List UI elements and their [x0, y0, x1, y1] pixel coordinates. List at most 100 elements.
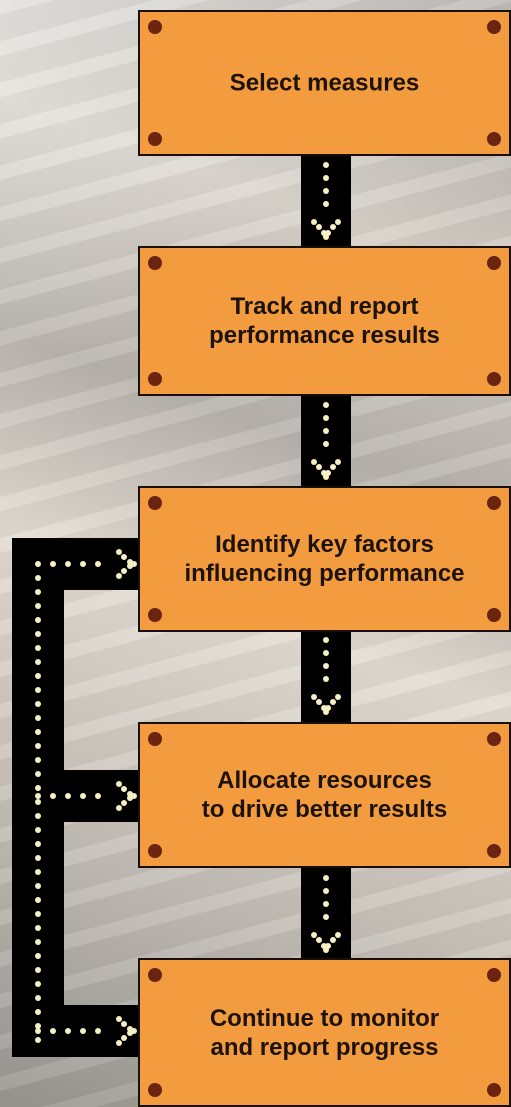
- arrow-head-dot: [323, 474, 329, 480]
- arrow-head-dot: [323, 947, 329, 953]
- arrow-head-dot: [121, 1021, 127, 1027]
- step-continue-monitor: Continue to monitor and report progress: [138, 958, 511, 1107]
- step-label: Select measures: [229, 69, 420, 97]
- light-bulb-dot: [35, 561, 41, 567]
- light-bulb-dot: [35, 715, 41, 721]
- arrow-head-dot: [335, 459, 341, 465]
- feedback-arrow-to-step-3: [12, 538, 142, 590]
- light-bulb-dot: [35, 911, 41, 917]
- light-bulb-dot: [35, 645, 41, 651]
- light-bulb-dot: [65, 561, 71, 567]
- light-bulb-dot: [323, 901, 329, 907]
- light-bulb-dot: [35, 673, 41, 679]
- bolt-icon: [148, 844, 162, 858]
- bolt-icon: [487, 732, 501, 746]
- light-bulb-dot: [35, 855, 41, 861]
- light-bulb-dot: [35, 771, 41, 777]
- step-track-report: Track and report performance results: [138, 246, 511, 396]
- bolt-icon: [148, 256, 162, 270]
- light-bulb-dot: [35, 793, 41, 799]
- arrow-head-dot: [330, 224, 336, 230]
- light-bulb-dot: [323, 162, 329, 168]
- step-allocate-resources: Allocate resources to drive better resul…: [138, 722, 511, 868]
- bolt-icon: [148, 20, 162, 34]
- light-bulb-dot: [35, 701, 41, 707]
- step-label: Track and report performance results: [209, 293, 440, 349]
- arrow-head-dot: [116, 1016, 122, 1022]
- light-bulb-dot: [323, 175, 329, 181]
- arrow-head-dot: [323, 234, 329, 240]
- light-bulb-dot: [323, 415, 329, 421]
- arrow-head-dot: [311, 219, 317, 225]
- light-bulb-dot: [95, 1028, 101, 1034]
- light-bulb-dot: [35, 631, 41, 637]
- arrow-head-dot: [121, 568, 127, 574]
- light-bulb-dot: [35, 925, 41, 931]
- bolt-icon: [148, 496, 162, 510]
- bolt-icon: [148, 1083, 162, 1097]
- arrow-head-dot: [116, 573, 122, 579]
- light-bulb-dot: [65, 1028, 71, 1034]
- arrow-head-dot: [330, 699, 336, 705]
- light-bulb-dot: [323, 637, 329, 643]
- light-bulb-dot: [35, 1037, 41, 1043]
- step-label: Continue to monitor and report progress: [209, 1004, 440, 1061]
- light-bulb-dot: [35, 827, 41, 833]
- light-bulb-dot: [323, 201, 329, 207]
- light-bulb-dot: [35, 967, 41, 973]
- arrow-head-dot: [116, 781, 122, 787]
- step-label: Allocate resources to drive better resul…: [201, 767, 448, 823]
- arrow-head-dot: [316, 464, 322, 470]
- light-bulb-dot: [35, 1028, 41, 1034]
- bolt-icon: [148, 732, 162, 746]
- light-bulb-dot: [323, 914, 329, 920]
- arrow-head-dot: [311, 459, 317, 465]
- light-bulb-dot: [323, 650, 329, 656]
- step-identify-factors: Identify key factors influencing perform…: [138, 486, 511, 632]
- light-bulb-dot: [35, 575, 41, 581]
- light-bulb-dot: [35, 589, 41, 595]
- light-bulb-dot: [323, 875, 329, 881]
- step-label: Identify key factors influencing perform…: [184, 531, 465, 587]
- arrow-head-dot: [116, 805, 122, 811]
- light-bulb-dot: [323, 663, 329, 669]
- arrow-head-dot: [121, 554, 127, 560]
- step-select-measures: Select measures: [138, 10, 511, 156]
- light-bulb-dot: [323, 428, 329, 434]
- bolt-icon: [148, 372, 162, 386]
- light-bulb-dot: [80, 793, 86, 799]
- arrow-head-dot: [311, 932, 317, 938]
- light-bulb-dot: [35, 813, 41, 819]
- bolt-icon: [487, 372, 501, 386]
- light-bulb-dot: [35, 1023, 41, 1029]
- light-bulb-dot: [35, 729, 41, 735]
- bolt-icon: [487, 132, 501, 146]
- bolt-icon: [487, 256, 501, 270]
- light-bulb-dot: [50, 561, 56, 567]
- bolt-icon: [487, 1083, 501, 1097]
- light-bulb-dot: [50, 1028, 56, 1034]
- light-bulb-dot: [95, 793, 101, 799]
- light-bulb-dot: [35, 939, 41, 945]
- arrow-head-dot: [121, 1035, 127, 1041]
- light-bulb-dot: [50, 793, 56, 799]
- arrow-head-dot: [330, 464, 336, 470]
- bolt-icon: [487, 844, 501, 858]
- arrow-head-dot: [323, 709, 329, 715]
- light-bulb-dot: [35, 841, 41, 847]
- arrow-head-dot: [121, 800, 127, 806]
- light-bulb-dot: [323, 188, 329, 194]
- light-bulb-dot: [35, 883, 41, 889]
- feedback-arrow-to-step-5: [12, 1005, 142, 1057]
- light-bulb-dot: [35, 617, 41, 623]
- light-bulb-dot: [35, 603, 41, 609]
- light-bulb-dot: [35, 757, 41, 763]
- arrow-head-dot: [316, 937, 322, 943]
- light-bulb-dot: [80, 561, 86, 567]
- bolt-icon: [487, 20, 501, 34]
- light-bulb-dot: [35, 785, 41, 791]
- light-bulb-dot: [323, 402, 329, 408]
- bolt-icon: [487, 968, 501, 982]
- bolt-icon: [148, 608, 162, 622]
